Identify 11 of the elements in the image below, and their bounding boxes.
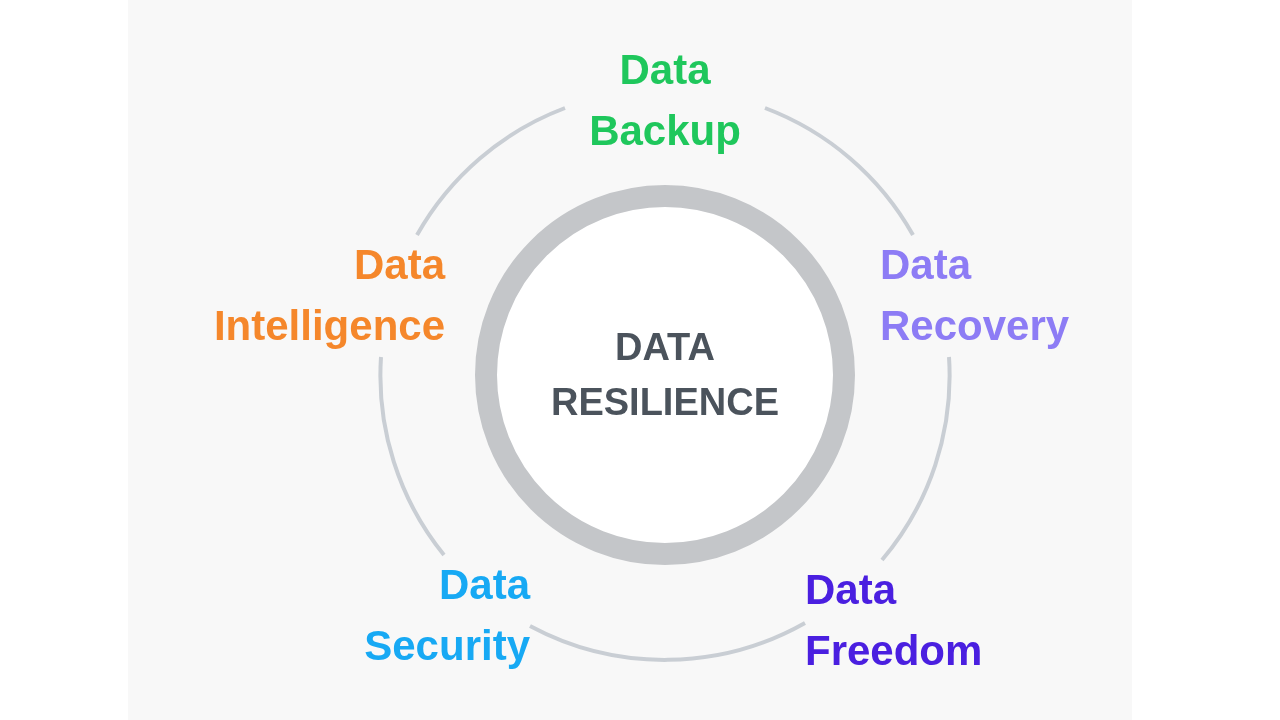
ring-arc [880, 357, 952, 562]
ring-arc [529, 621, 806, 662]
segment-label: Data Freedom [805, 560, 1035, 682]
segment-label: Data Backup [565, 40, 765, 160]
segment-label: Data Security [305, 555, 530, 677]
ring-arc [415, 106, 566, 237]
segment-label: Data Intelligence [150, 235, 445, 357]
ring-arc [764, 106, 915, 237]
segment-label: Data Recovery [880, 235, 1110, 357]
ring-arc [378, 357, 446, 557]
center-title: DATA RESILIENCE [549, 324, 780, 425]
